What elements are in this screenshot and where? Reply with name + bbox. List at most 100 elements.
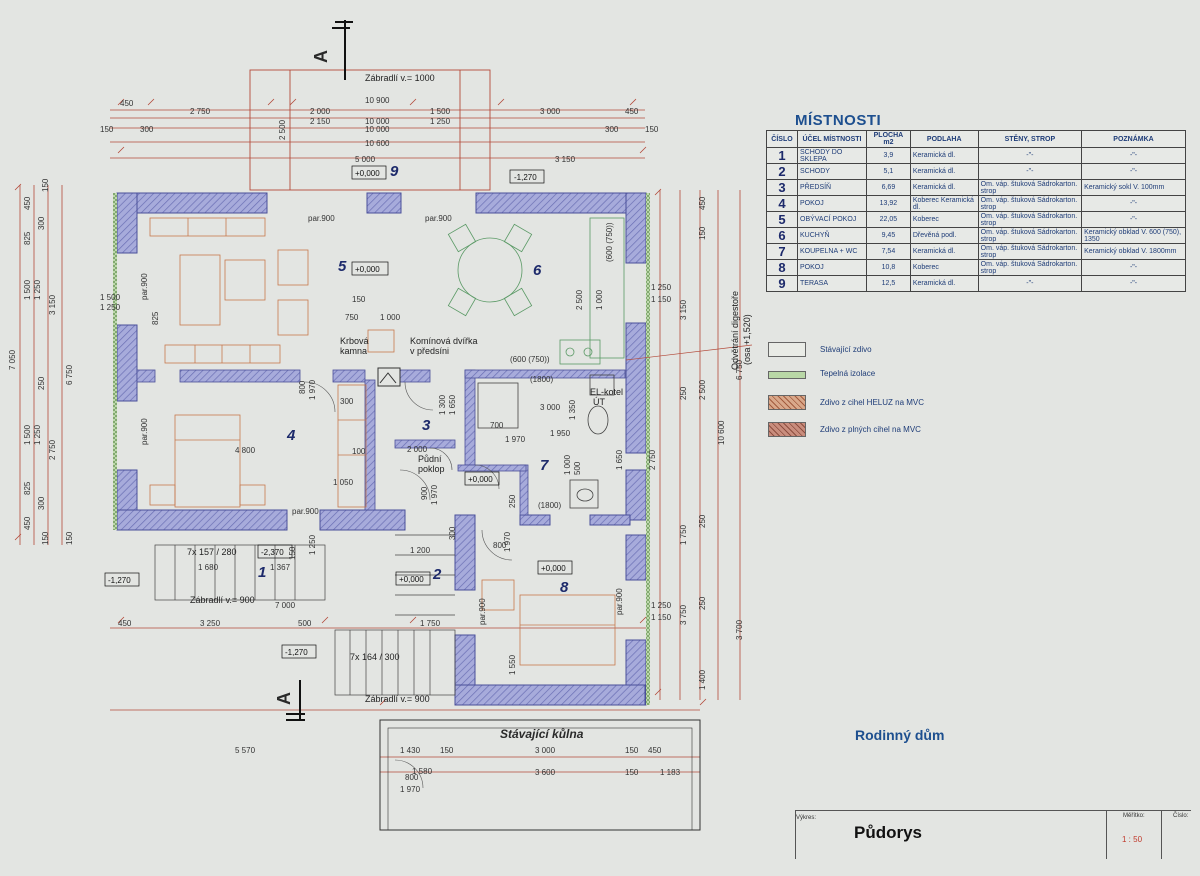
room-number-3: 3 <box>422 417 431 434</box>
plan-labels: Zábradlí v.= 1000 Zábradlí v.= 900 Zábra… <box>8 73 752 794</box>
dim-in-28: 700 <box>490 421 504 430</box>
attic-label: Půdní <box>418 454 442 464</box>
dim-top-12: 300 <box>140 125 154 134</box>
scale-label: Měřítko: <box>1123 813 1145 819</box>
doors <box>304 381 513 789</box>
furniture <box>149 217 625 666</box>
material-key-insulation: Tepelná izolace <box>768 368 875 379</box>
dim-r-18: 150 <box>698 226 707 240</box>
hood-label-2: (osa +1,520) <box>742 314 752 365</box>
dim-in-5: par.900 <box>140 418 149 445</box>
dim-in-2: par.900 <box>425 214 452 223</box>
interior-walls <box>136 369 626 516</box>
cell-area: 22,05 <box>866 211 911 228</box>
dim-top-11: 150 <box>100 125 114 134</box>
dim-l-14: 300 <box>37 496 46 510</box>
swatch-solid-brick <box>768 422 806 437</box>
dim-r-3: 1 150 <box>651 295 672 304</box>
dim-l-5: 1 500 <box>23 279 32 300</box>
dims-top: 450 2 750 2 000 2 150 10 900 10 000 1 50… <box>100 96 659 164</box>
dim-l-1: 150 <box>41 178 50 192</box>
dim-in-15: 1 650 <box>448 394 457 415</box>
hood-label: Odvětrání digestoře <box>730 291 740 370</box>
dim-in-7: par.900 <box>615 588 624 615</box>
dim-in-23: (1800) <box>530 375 553 384</box>
dims-left: 150 450 825 300 1 500 1 250 3 150 7 050 … <box>8 178 121 545</box>
railing-bot-label: Zábradlí v.= 900 <box>365 694 430 704</box>
section-marker-top <box>332 20 353 80</box>
dim-r-17: 6 750 <box>735 359 744 380</box>
col-header-number: ČÍSLO <box>766 130 798 148</box>
cell-note: Keramický sokl V. 100mm <box>1081 179 1186 196</box>
dim-top-1: 450 <box>120 99 134 108</box>
material-key-label: Zdivo z cihel HELUZ na MVC <box>820 398 925 407</box>
col-header-area: PLOCHA m2 <box>866 130 911 148</box>
material-key-label: Tepelná izolace <box>820 369 876 378</box>
dim-top-7: 1 500 <box>430 107 451 116</box>
elev-bath: +0,000 <box>468 475 493 484</box>
dim-l-15: 450 <box>23 516 32 530</box>
room-number-7: 7 <box>540 457 549 474</box>
project-name: Rodinný dům <box>855 727 945 743</box>
dim-bot-8: 150 <box>440 746 454 755</box>
railing-mid-label: Zábradlí v.= 900 <box>190 595 255 605</box>
room-number-1: 1 <box>258 564 266 581</box>
existing-shed <box>379 719 701 831</box>
dim-in-44: (600 (750)) <box>510 355 550 364</box>
cell-walls: -"- <box>977 163 1083 180</box>
cell-walls: Om. váp. štuková Sádrokarton. strop <box>977 259 1083 276</box>
elev-left-stair: -2,370 <box>261 548 284 557</box>
dim-bot-6: 5 570 <box>235 746 256 755</box>
cell-note: -"- <box>1081 259 1186 276</box>
dim-in-18: 1 970 <box>308 379 317 400</box>
cell-walls: -"- <box>977 147 1083 164</box>
dim-top-16: 10 600 <box>365 139 390 148</box>
dim-in-16: 1 300 <box>438 394 447 415</box>
dim-bot-10: 150 <box>625 746 639 755</box>
cell-use: SCHODY <box>797 163 867 180</box>
exterior-walls <box>116 192 647 706</box>
fireplace-label-2: kamna <box>340 346 367 356</box>
dim-in-36: 1 550 <box>508 654 517 675</box>
dim-in-10: 150 <box>352 295 366 304</box>
room-number-8: 8 <box>560 579 569 596</box>
room-schedule-table: ČÍSLO ÚČEL MÍSTNOSTI PLOCHA m2 PODLAHA S… <box>766 130 1186 292</box>
elev-terrace: +0,000 <box>355 169 380 178</box>
dim-bot-16: 1 970 <box>400 785 421 794</box>
cell-note: -"- <box>1081 275 1186 292</box>
dim-r-13: 3 700 <box>735 619 744 640</box>
dimension-lines <box>14 98 741 773</box>
cell-note: -"- <box>1081 163 1186 180</box>
elevation-marks: +0,000 +0,000 +0,000 +0,000 +0,000 -1,27… <box>104 165 573 659</box>
section-label-top: A <box>311 50 331 63</box>
dim-r-16: 250 <box>698 596 707 610</box>
dim-r-10: 1 250 <box>651 601 672 610</box>
dim-in-43: (600 (750)) <box>605 222 614 262</box>
dim-top-4: 2 150 <box>310 117 331 126</box>
elev-living: +0,000 <box>355 265 380 274</box>
swatch-existing <box>768 342 806 357</box>
terrace-outline <box>249 69 491 191</box>
room-number-4: 4 <box>286 427 296 444</box>
dim-r-8: 2 750 <box>648 449 657 470</box>
dim-l-18: 250 <box>37 376 46 390</box>
material-key-heluz: Zdivo z cihel HELUZ na MVC <box>768 395 924 410</box>
number-label: Číslo: <box>1173 813 1189 819</box>
elev-outer-right: -1,270 <box>514 173 537 182</box>
cell-num: 2 <box>766 163 798 180</box>
dim-in-9: 1 000 <box>380 313 401 322</box>
chimney-label-2: v předsíni <box>410 346 449 356</box>
dim-top-3: 2 000 <box>310 107 331 116</box>
elev-stairs2: +0,000 <box>399 575 424 584</box>
cell-num: 8 <box>766 259 798 276</box>
dim-top-10: 450 <box>625 107 639 116</box>
cell-note: -"- <box>1081 147 1186 164</box>
cell-use: PŘEDSÍŇ <box>797 179 867 196</box>
dim-in-26: 1 950 <box>550 429 571 438</box>
cell-use: POKOJ <box>797 259 867 276</box>
cell-note: Keramický obklad V. 600 (750), 1350 <box>1081 227 1186 244</box>
